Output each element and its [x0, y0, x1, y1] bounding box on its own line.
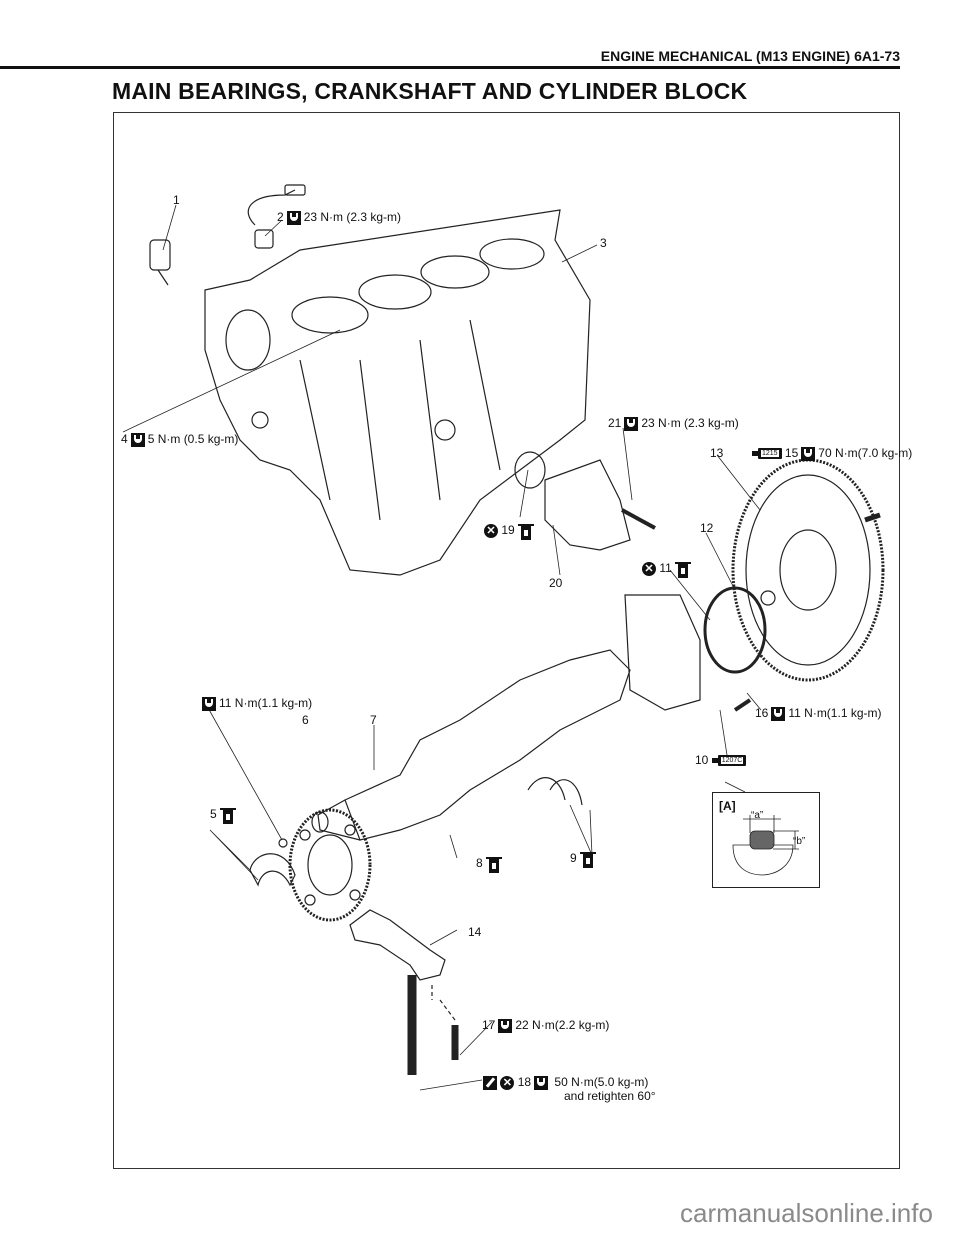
detail-label: [A]	[719, 799, 736, 813]
oil-can-icon	[518, 522, 535, 540]
knock-sensor	[247, 184, 306, 249]
callout-number: 15	[784, 446, 799, 460]
leader-lines	[122, 204, 762, 1091]
callout-6-torque: 11 N·m(1.1 kg-m)	[199, 696, 312, 711]
detail-view-a: [A] “a” “b”	[712, 792, 820, 888]
dimension-b: “b”	[793, 836, 806, 847]
header-rule	[0, 66, 900, 69]
bolt-16	[733, 698, 752, 712]
callout-number: 16	[755, 706, 769, 720]
torque-spec: 11 N·m(1.1 kg-m)	[219, 696, 313, 710]
torque-spec: 50 N·m(5.0 kg-m)	[554, 1075, 649, 1089]
bolt-4-small	[278, 838, 288, 848]
callout-14: 14	[468, 925, 482, 939]
crankshaft	[311, 649, 631, 841]
callout-8: 8	[476, 855, 503, 873]
running-header: ENGINE MECHANICAL (M13 ENGINE) 6A1-73	[600, 48, 900, 64]
dimension-a: “a”	[751, 810, 764, 821]
callout-17: 17 22 N·m(2.2 kg-m)	[482, 1018, 609, 1033]
callout-number: 5	[210, 807, 217, 822]
bolt-15	[864, 512, 881, 523]
oil-pressure-switch	[149, 239, 171, 286]
callout-15: 1215 15 70 N·m(7.0 kg-m)	[752, 446, 912, 461]
wrench-icon	[534, 1075, 549, 1090]
callout-9: 9	[570, 850, 597, 868]
callout-18-note: and retighten 60°	[564, 1089, 656, 1103]
torque-spec: 5 N·m (0.5 kg-m)	[147, 432, 239, 446]
wrench-icon	[286, 210, 301, 225]
callout-number: 2	[277, 210, 284, 224]
callout-number: 17	[482, 1018, 496, 1032]
do-not-reuse-icon: ✕	[642, 562, 656, 576]
crank-timing-sensor-plate	[288, 808, 372, 922]
callout-21: 21 23 N·m (2.3 kg-m)	[608, 416, 739, 431]
callout-7: 7	[370, 713, 377, 727]
callout-11: ✕ 11	[642, 560, 692, 578]
oil-seal	[703, 586, 767, 674]
do-not-reuse-icon: ✕	[484, 524, 498, 538]
callout-number: 8	[476, 856, 483, 871]
section-title: MAIN BEARINGS, CRANKSHAFT AND CYLINDER B…	[112, 78, 748, 104]
callout-number: 4	[121, 432, 128, 446]
callout-20: 20	[549, 576, 563, 590]
callout-12: 12	[700, 521, 714, 535]
sealant-tube-icon: 1207C	[711, 755, 747, 767]
wrench-icon	[771, 706, 786, 721]
callout-5: 5	[210, 806, 237, 824]
wrench-icon	[202, 696, 216, 711]
callout-number: 21	[608, 416, 622, 430]
wrench-icon	[801, 446, 816, 461]
callout-2: 2 23 N·m (2.3 kg-m)	[277, 210, 401, 225]
oil-can-icon	[486, 855, 503, 873]
torque-spec: 23 N·m (2.3 kg-m)	[303, 210, 402, 224]
seal-bead-diagram	[732, 815, 799, 876]
oil-can-icon	[675, 560, 692, 578]
callout-number: 10	[695, 753, 709, 767]
wrench-icon	[130, 432, 145, 447]
callout-10: 10 1207C	[695, 753, 747, 767]
callout-number: 19	[501, 523, 515, 538]
callout-19: ✕ 19	[484, 522, 535, 540]
callout-1: 1	[173, 193, 180, 207]
torque-spec: 11 N·m(1.1 kg-m)	[788, 706, 882, 720]
callout-6: 6	[302, 713, 309, 727]
callout-4: 4 5 N·m (0.5 kg-m)	[121, 432, 238, 447]
callout-13: 13	[710, 446, 724, 460]
oil-seal-housing	[624, 594, 701, 711]
callout-number: 18	[517, 1075, 532, 1089]
pen-icon	[483, 1075, 497, 1090]
watermark: carmanualsonline.info	[680, 1198, 933, 1228]
torque-spec: 70 N·m(7.0 kg-m)	[818, 446, 913, 460]
cylinder-block	[204, 209, 591, 576]
callout-3: 3	[600, 236, 607, 250]
do-not-reuse-icon: ✕	[500, 1075, 515, 1090]
main-bearing-upper	[249, 853, 296, 887]
bearing-cap	[349, 909, 446, 981]
callout-16: 16 11 N·m(1.1 kg-m)	[755, 706, 881, 721]
flywheel	[731, 458, 885, 682]
wrench-icon	[498, 1018, 513, 1033]
callout-18: ✕ 18 50 N·m(5.0 kg-m)	[483, 1075, 648, 1090]
callout-number: 11	[659, 561, 672, 576]
oil-pump	[514, 451, 631, 551]
torque-spec: 23 N·m (2.3 kg-m)	[641, 416, 739, 430]
sealant-tube-icon: 1215	[752, 448, 782, 460]
oil-can-icon	[220, 806, 237, 824]
oil-can-icon	[580, 850, 597, 868]
callout-number: 9	[570, 851, 577, 866]
thrust-bearing	[527, 777, 583, 806]
diagram-frame	[113, 112, 900, 1169]
wrench-icon	[624, 416, 639, 431]
torque-spec: 22 N·m(2.2 kg-m)	[515, 1018, 610, 1032]
bolt-21	[621, 508, 656, 530]
